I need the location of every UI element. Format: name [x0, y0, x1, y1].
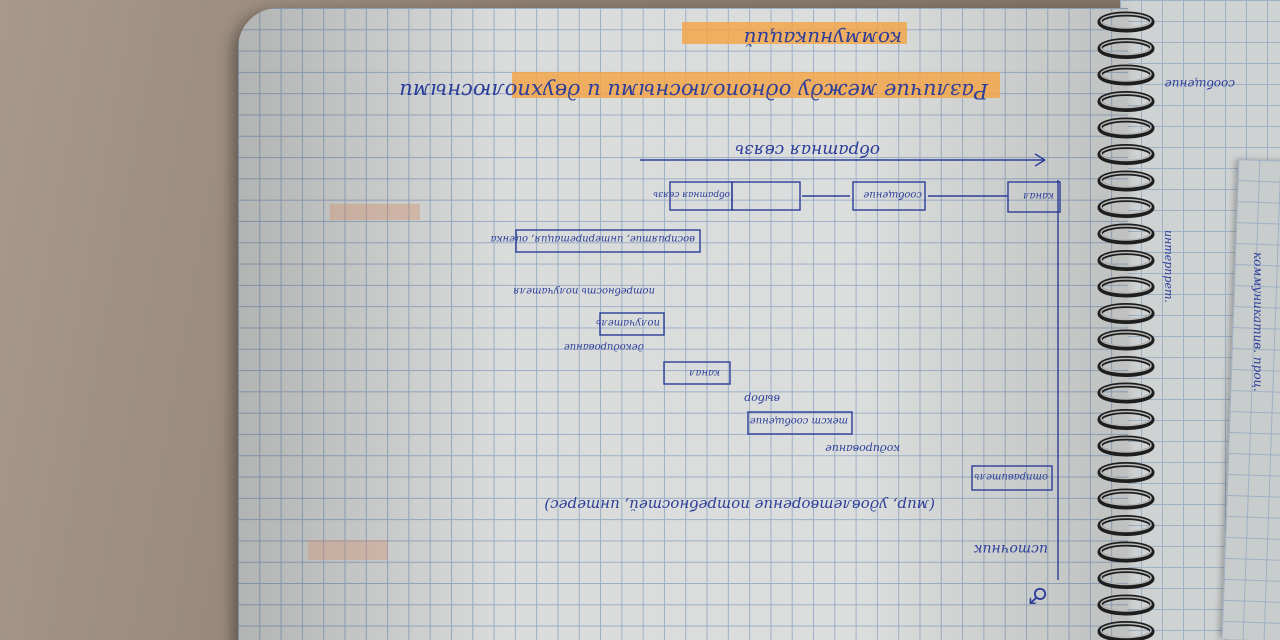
box-feedback	[669, 181, 733, 211]
box-channel	[663, 361, 731, 385]
svg-text:сообщение: сообщение	[863, 189, 922, 200]
spiral-ring	[1097, 38, 1155, 59]
spiral-binding	[1097, 11, 1155, 640]
spiral-ring	[1097, 356, 1155, 377]
highlight-top	[682, 22, 907, 44]
svg-text:кодирование: кодирование	[825, 442, 900, 455]
box-sender	[971, 465, 1053, 491]
box-message	[747, 411, 853, 435]
svg-text:отправитель: отправитель	[974, 471, 1048, 482]
spiral-ring	[1097, 568, 1155, 589]
heading-top: коммуникаций	[744, 27, 902, 51]
box-channel-top	[1007, 181, 1061, 213]
svg-text:декодирование: декодирование	[564, 341, 644, 352]
spiral-ring	[1097, 488, 1155, 510]
purpose-label: (мир, удовлетворение потребностей, интер…	[544, 496, 935, 514]
spiral-ring	[1097, 197, 1155, 218]
svg-text:канал: канал	[1023, 190, 1054, 201]
spiral-ring	[1097, 541, 1155, 563]
spiral-ring	[1097, 276, 1155, 298]
spiral-ring	[1097, 250, 1155, 271]
box-blank	[731, 181, 801, 211]
box-receiver	[599, 312, 665, 336]
spiral-ring	[1097, 435, 1155, 457]
box-result	[852, 181, 926, 211]
spiral-ring	[1097, 515, 1155, 536]
svg-text:выбор: выбор	[744, 392, 780, 405]
spiral-ring	[1097, 91, 1155, 112]
svg-text:обратная связь: обратная связь	[653, 189, 730, 200]
svg-text:восприятие, интерпретация, оце: восприятие, интерпретация, оценка	[491, 233, 695, 244]
spiral-ring	[1097, 329, 1155, 351]
spiral-ring	[1097, 462, 1155, 483]
svg-text:получатель: получатель	[596, 317, 660, 328]
heading-main: Различие между однополюсными и двухполюс…	[399, 79, 989, 103]
highlight-main	[512, 72, 1000, 98]
feedback-label: обратная связь	[735, 140, 880, 160]
svg-text:интерпрет.: интерпрет.	[1162, 230, 1175, 303]
male-symbol: ♂	[1028, 582, 1048, 607]
box-evaluation	[515, 229, 701, 253]
spiral-ring	[1097, 621, 1155, 640]
spiral-ring	[1097, 170, 1155, 192]
svg-text:потребность получателя: потребность получателя	[513, 285, 655, 296]
svg-text:коммуникатив. проц.: коммуникатив. проц.	[1251, 252, 1265, 392]
spiral-ring	[1097, 64, 1155, 86]
spiral-ring	[1097, 117, 1155, 139]
spiral-ring	[1097, 594, 1155, 616]
spiral-ring	[1097, 223, 1155, 245]
svg-text:сообщение: сообщение	[1165, 77, 1235, 91]
svg-text:канал: канал	[689, 367, 720, 378]
spiral-ring	[1097, 144, 1155, 165]
notebook-page	[238, 8, 1128, 640]
svg-text:текст сообщение: текст сообщение	[750, 415, 848, 426]
spiral-ring	[1097, 409, 1155, 430]
source-label: источник	[973, 541, 1048, 557]
spiral-ring	[1097, 303, 1155, 324]
spiral-ring	[1097, 382, 1155, 404]
spiral-ring	[1097, 11, 1155, 33]
